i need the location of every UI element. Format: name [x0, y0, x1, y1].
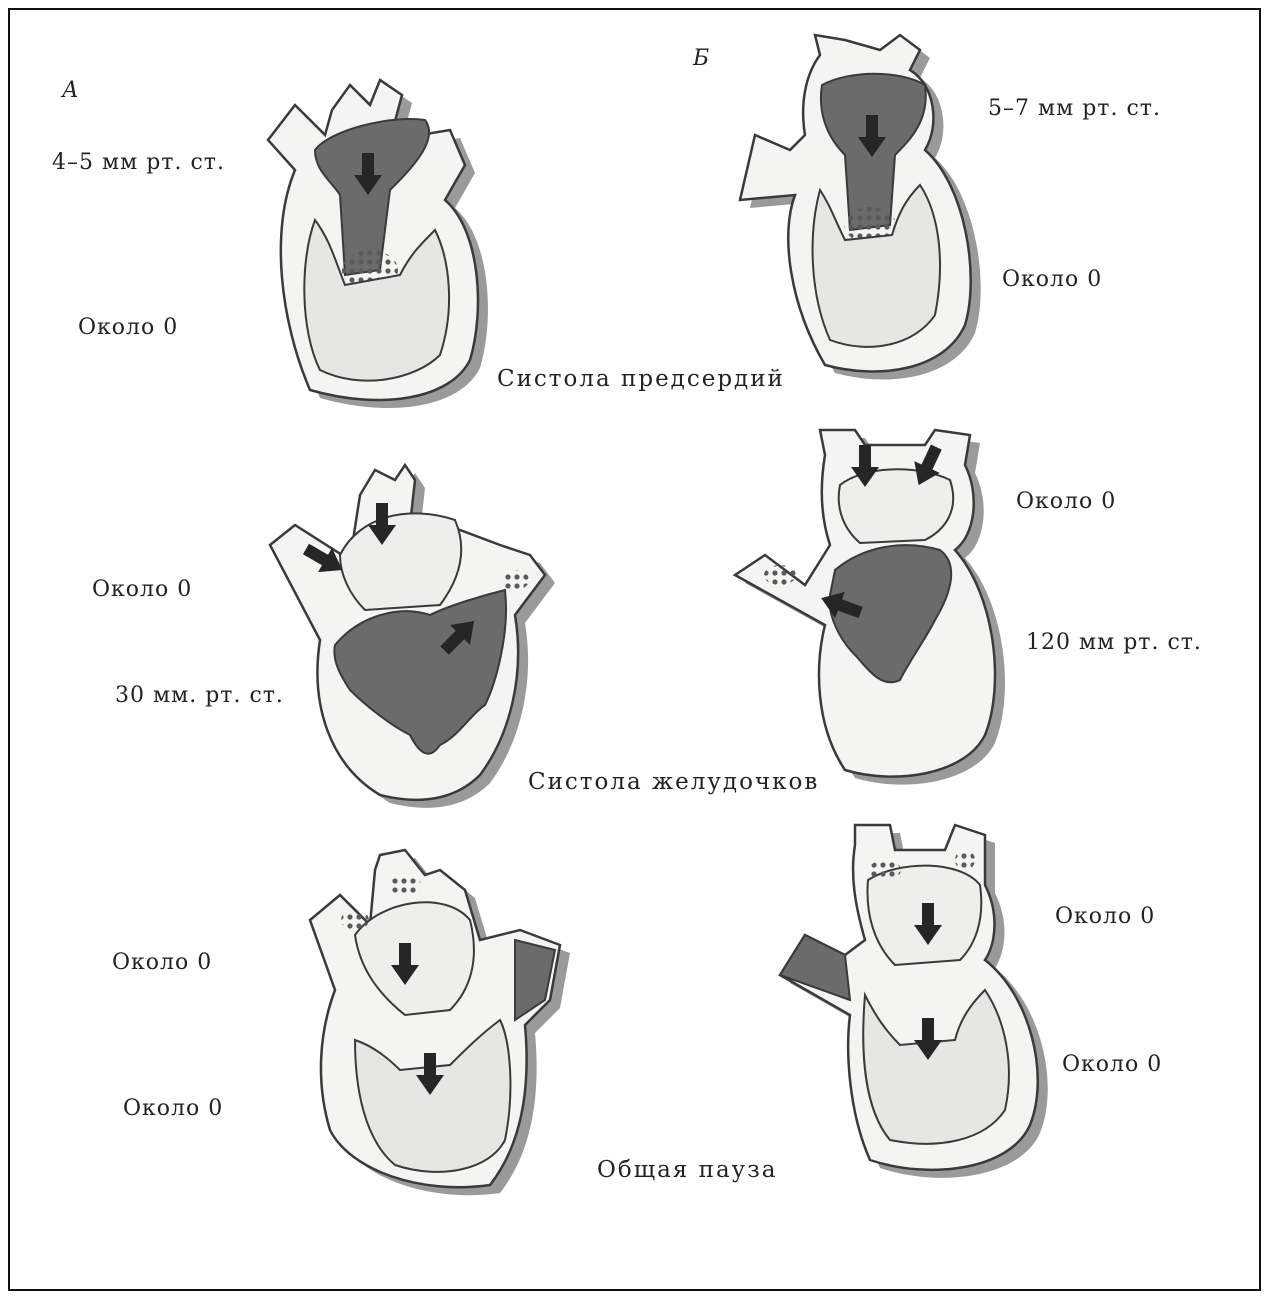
pressure-label-a-atria: Около 0	[112, 950, 212, 975]
pressure-label-a-ventricle: Около 0	[78, 315, 178, 340]
pressure-label-a-ventricle: 30 мм. рт. ст.	[115, 683, 284, 708]
heart-b-general-pause	[780, 825, 1060, 1175]
pressure-label-b-ventricle: Около 0	[1002, 267, 1102, 292]
caption-ventricular-systole: Систола желудочков	[528, 769, 819, 795]
pressure-label-b-ventricle: 120 мм рт. ст.	[1026, 630, 1202, 655]
pressure-label-a-atria: 4–5 мм рт. ст.	[52, 150, 225, 175]
heart-a-atrial-systole	[240, 60, 540, 410]
panel-label-a: А	[62, 78, 79, 103]
caption-general-pause: Общая пауза	[597, 1157, 777, 1183]
heart-b-atrial-systole	[730, 25, 1000, 385]
panel-label-b: Б	[693, 46, 709, 71]
caption-atrial-systole: Систола предсердий	[497, 366, 785, 392]
pressure-label-a-ventricle: Около 0	[123, 1096, 223, 1121]
pressure-label-b-atria: Около 0	[1055, 904, 1155, 929]
pressure-label-b-atria: Около 0	[1016, 489, 1116, 514]
pressure-label-b-atria: 5–7 мм рт. ст.	[988, 96, 1161, 121]
pressure-label-a-atria: Около 0	[92, 577, 192, 602]
pressure-label-b-ventricle: Около 0	[1062, 1052, 1162, 1077]
heart-b-ventricular-systole	[735, 425, 1025, 785]
heart-a-general-pause	[310, 850, 580, 1195]
heart-a-ventricular-systole	[270, 465, 570, 805]
